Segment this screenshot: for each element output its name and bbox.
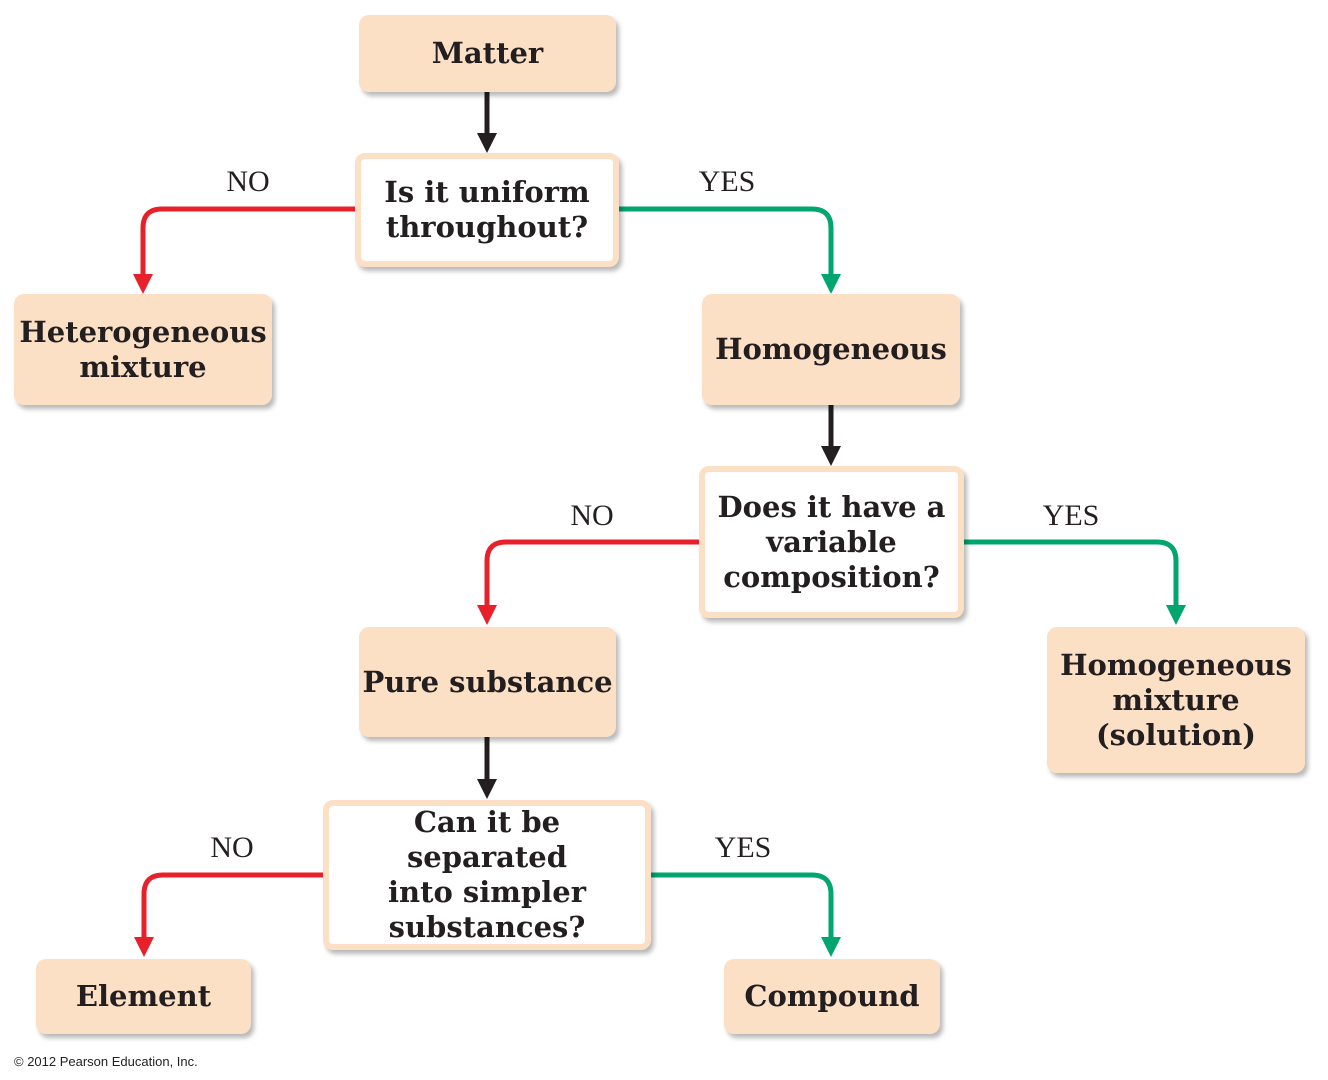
arrow-separated-yes bbox=[651, 872, 841, 957]
arrow-uniform-no bbox=[133, 206, 355, 294]
arrow-homogeneous-to-question bbox=[821, 405, 841, 466]
node-element: Element bbox=[36, 959, 251, 1034]
decision-uniform-throughout: Is it uniform throughout? bbox=[355, 153, 619, 267]
decision-separated-simpler: Can it be separated into simpler substan… bbox=[323, 800, 651, 950]
label-uniform-yes: YES bbox=[698, 165, 756, 198]
label-separated-yes: YES bbox=[714, 831, 772, 864]
node-homogeneous: Homogeneous bbox=[702, 294, 960, 405]
arrow-separated-no bbox=[134, 872, 323, 957]
node-pure-substance: Pure substance bbox=[359, 627, 616, 737]
arrow-variable-no bbox=[477, 539, 699, 625]
arrow-uniform-yes bbox=[619, 206, 841, 294]
arrow-pure-substance-to-question bbox=[477, 737, 497, 799]
label-separated-no: NO bbox=[210, 831, 254, 864]
node-homogeneous-mixture-solution: Homogeneous mixture (solution) bbox=[1047, 627, 1305, 773]
label-uniform-no: NO bbox=[226, 165, 270, 198]
node-compound: Compound bbox=[724, 959, 940, 1034]
node-matter: Matter bbox=[359, 15, 616, 92]
arrow-matter-to-question bbox=[477, 92, 497, 153]
arrow-variable-yes bbox=[964, 539, 1186, 625]
node-heterogeneous-mixture: Heterogeneous mixture bbox=[14, 294, 272, 405]
copyright-notice: © 2012 Pearson Education, Inc. bbox=[14, 1054, 198, 1069]
label-variable-no: NO bbox=[570, 499, 614, 532]
label-variable-yes: YES bbox=[1042, 499, 1100, 532]
decision-variable-composition: Does it have a variable composition? bbox=[699, 466, 964, 618]
